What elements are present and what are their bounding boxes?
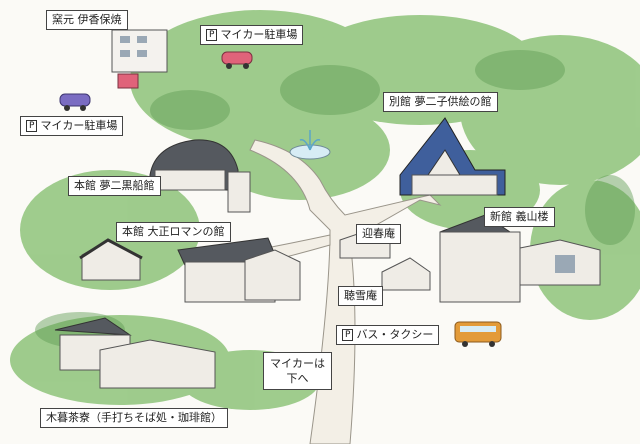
label-honkan-taisho: 本館 大正ロマンの館 — [116, 222, 231, 242]
label-honkan-kurofune: 本館 夢二黒船館 — [68, 176, 161, 196]
honkan-taisho-building — [79, 237, 301, 303]
label-mycar-down: マイカーは 下へ — [263, 352, 332, 390]
label-parking-left-text: マイカー駐車場 — [40, 119, 118, 132]
fountain-icon — [289, 130, 331, 160]
car-icon — [59, 93, 91, 111]
label-mycar-down-line1: マイカーは — [270, 357, 325, 370]
label-bus-taxi-text: バス・タクシー — [356, 328, 434, 341]
label-betsukan: 別館 夢二子供絵の館 — [383, 92, 498, 112]
parking-icon: P — [26, 120, 38, 132]
kiln-building — [111, 29, 168, 89]
bus-icon — [454, 321, 502, 347]
label-kiln: 窯元 伊香保焼 — [46, 10, 128, 30]
parking-icon: P — [206, 29, 218, 41]
label-mycar-down-line2: 下へ — [286, 372, 309, 385]
honkan-kurofune-building — [149, 139, 251, 213]
label-shinkan: 新館 義山楼 — [484, 207, 555, 227]
label-parking-top-text: マイカー駐車場 — [220, 28, 298, 41]
label-chosetsuan: 聴雪庵 — [338, 286, 383, 306]
car-icon — [221, 51, 253, 69]
label-kogure-chaya: 木暮茶寮（手打ちそば処・珈琲館） — [40, 408, 228, 428]
shinkan-building — [439, 214, 601, 303]
church-icon — [399, 117, 506, 196]
kogure-chaya-building — [54, 317, 216, 389]
parking-icon: P — [342, 329, 354, 341]
label-geishunan: 迎春庵 — [356, 224, 401, 244]
